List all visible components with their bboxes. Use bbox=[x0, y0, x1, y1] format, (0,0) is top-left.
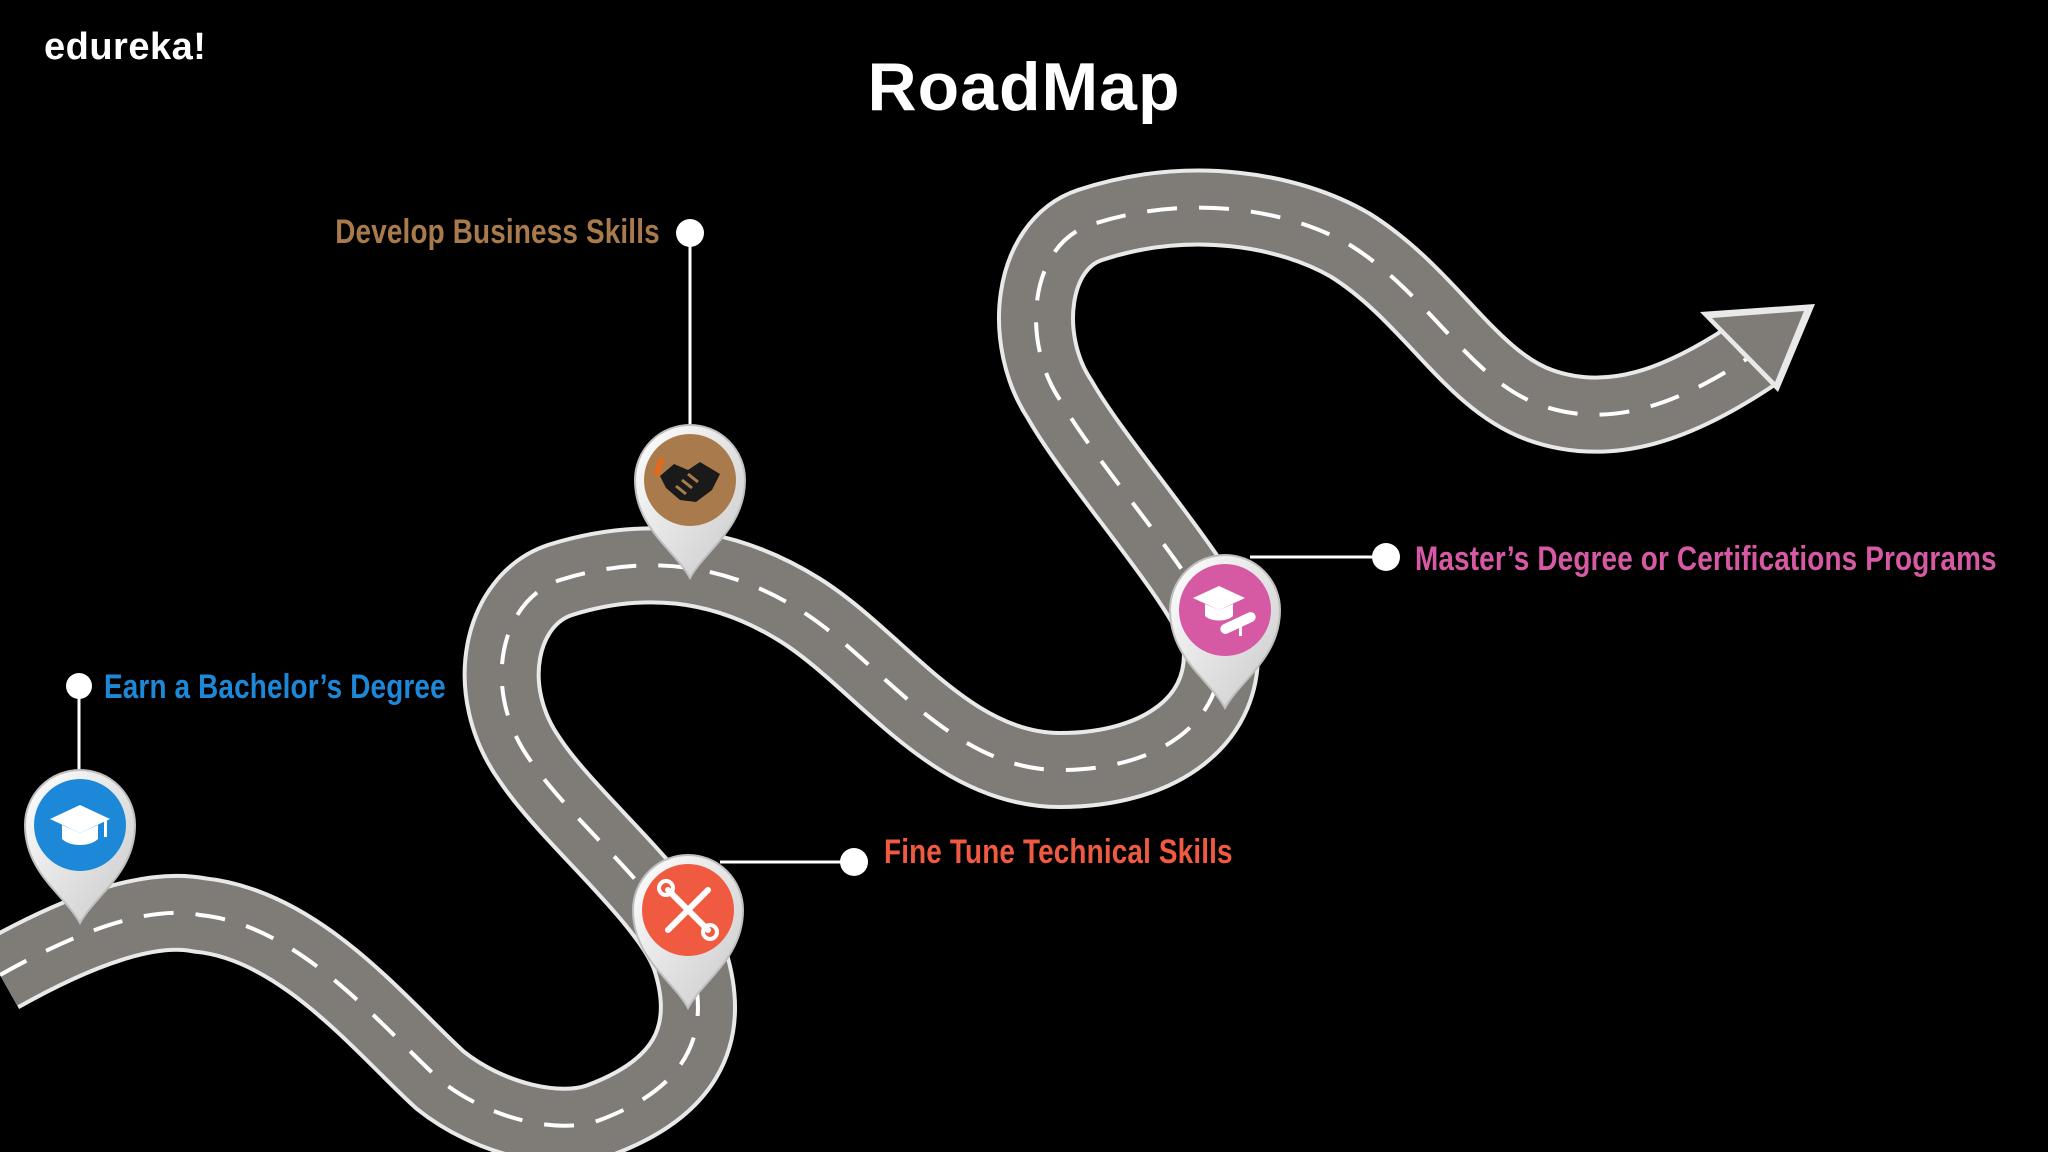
masters-connector-dot bbox=[1372, 543, 1400, 571]
business-connector-dot bbox=[676, 219, 704, 247]
technical-pin bbox=[631, 854, 745, 1011]
brand-logo: edureka! bbox=[44, 26, 207, 68]
milestone-label-business: Develop Business Skills bbox=[335, 213, 660, 251]
milestone-label-bachelor: Earn a Bachelor’s Degree bbox=[104, 668, 446, 706]
bachelor-connector-dot bbox=[66, 673, 92, 699]
wrench-screwdriver-icon bbox=[657, 879, 719, 941]
masters-pin bbox=[1168, 554, 1282, 711]
handshake-icon bbox=[653, 457, 720, 502]
business-pin bbox=[633, 424, 747, 581]
winding-road bbox=[0, 168, 1783, 1152]
technical-connector-dot bbox=[840, 848, 868, 876]
milestone-label-masters: Master’s Degree or Certifications Progra… bbox=[1415, 540, 1997, 578]
connectors bbox=[66, 219, 1400, 876]
cap-and-diploma-icon bbox=[1193, 586, 1256, 636]
page-title: RoadMap bbox=[867, 49, 1181, 125]
milestone-label-technical: Fine Tune Technical Skills bbox=[884, 833, 1233, 871]
graduation-cap-icon bbox=[50, 805, 110, 845]
bachelor-pin bbox=[23, 769, 137, 926]
road-arrowhead bbox=[1700, 304, 1815, 392]
